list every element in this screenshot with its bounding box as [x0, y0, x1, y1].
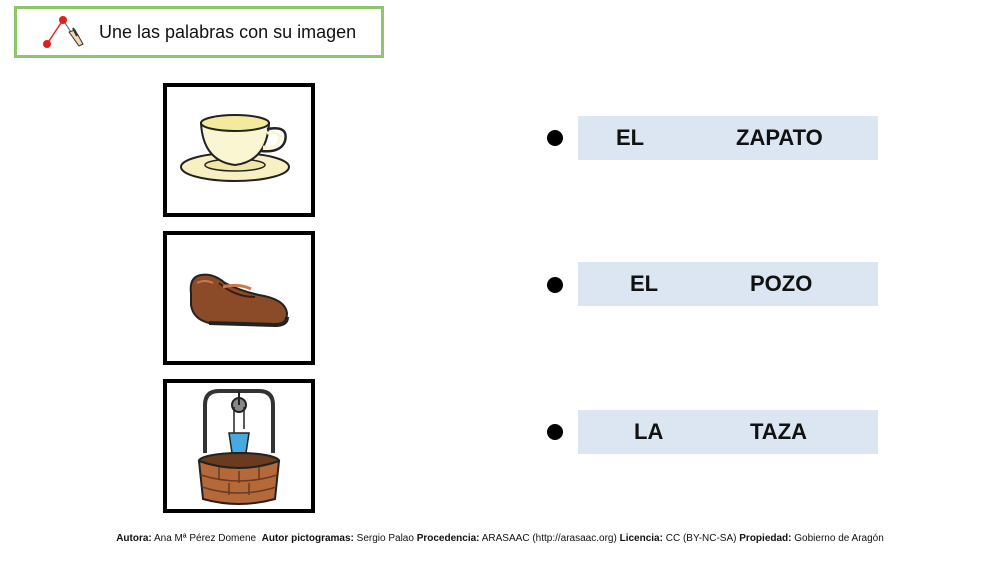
- credit-label: Licencia:: [619, 533, 663, 544]
- connect-dots-hand-icon: [43, 16, 84, 48]
- teacup-icon: [180, 114, 290, 182]
- word-box-2[interactable]: EL POZO: [578, 262, 878, 306]
- credit-label: Autora:: [116, 533, 152, 544]
- word-box-1[interactable]: EL ZAPATO: [578, 116, 878, 160]
- match-dot-3[interactable]: [547, 424, 563, 440]
- well-icon: [197, 389, 281, 505]
- shoe-icon: [189, 273, 289, 328]
- credit-label: Propiedad:: [739, 533, 792, 544]
- credit-value: ARASAAC (http://arasaac.org): [481, 533, 617, 544]
- word-article: LA: [634, 419, 664, 444]
- word-noun: POZO: [750, 271, 813, 296]
- picture-card-cup[interactable]: [163, 83, 315, 217]
- credits-line: Autora: Ana Mª Pérez Domene Autor pictog…: [0, 533, 1000, 544]
- credit-value: CC (BY-NC-SA): [665, 533, 737, 544]
- word-article: EL: [630, 271, 659, 296]
- picture-card-shoe[interactable]: [163, 231, 315, 365]
- word-noun: TAZA: [750, 419, 808, 444]
- credit-value: Gobierno de Aragón: [794, 533, 884, 544]
- instruction-text: Une las palabras con su imagen: [99, 21, 357, 42]
- credit-label: Procedencia:: [416, 533, 480, 544]
- match-dot-2[interactable]: [547, 277, 563, 293]
- word-article: EL: [616, 125, 645, 150]
- credit-label: Autor pictogramas:: [261, 533, 354, 544]
- picture-card-well[interactable]: [163, 379, 315, 513]
- match-dot-1[interactable]: [547, 130, 563, 146]
- word-box-3[interactable]: LA TAZA: [578, 410, 878, 454]
- word-noun: ZAPATO: [736, 125, 823, 150]
- credit-value: Sergio Palao: [356, 533, 414, 544]
- instruction-box: Une las palabras con su imagen: [14, 6, 384, 58]
- credit-value: Ana Mª Pérez Domene: [153, 533, 257, 544]
